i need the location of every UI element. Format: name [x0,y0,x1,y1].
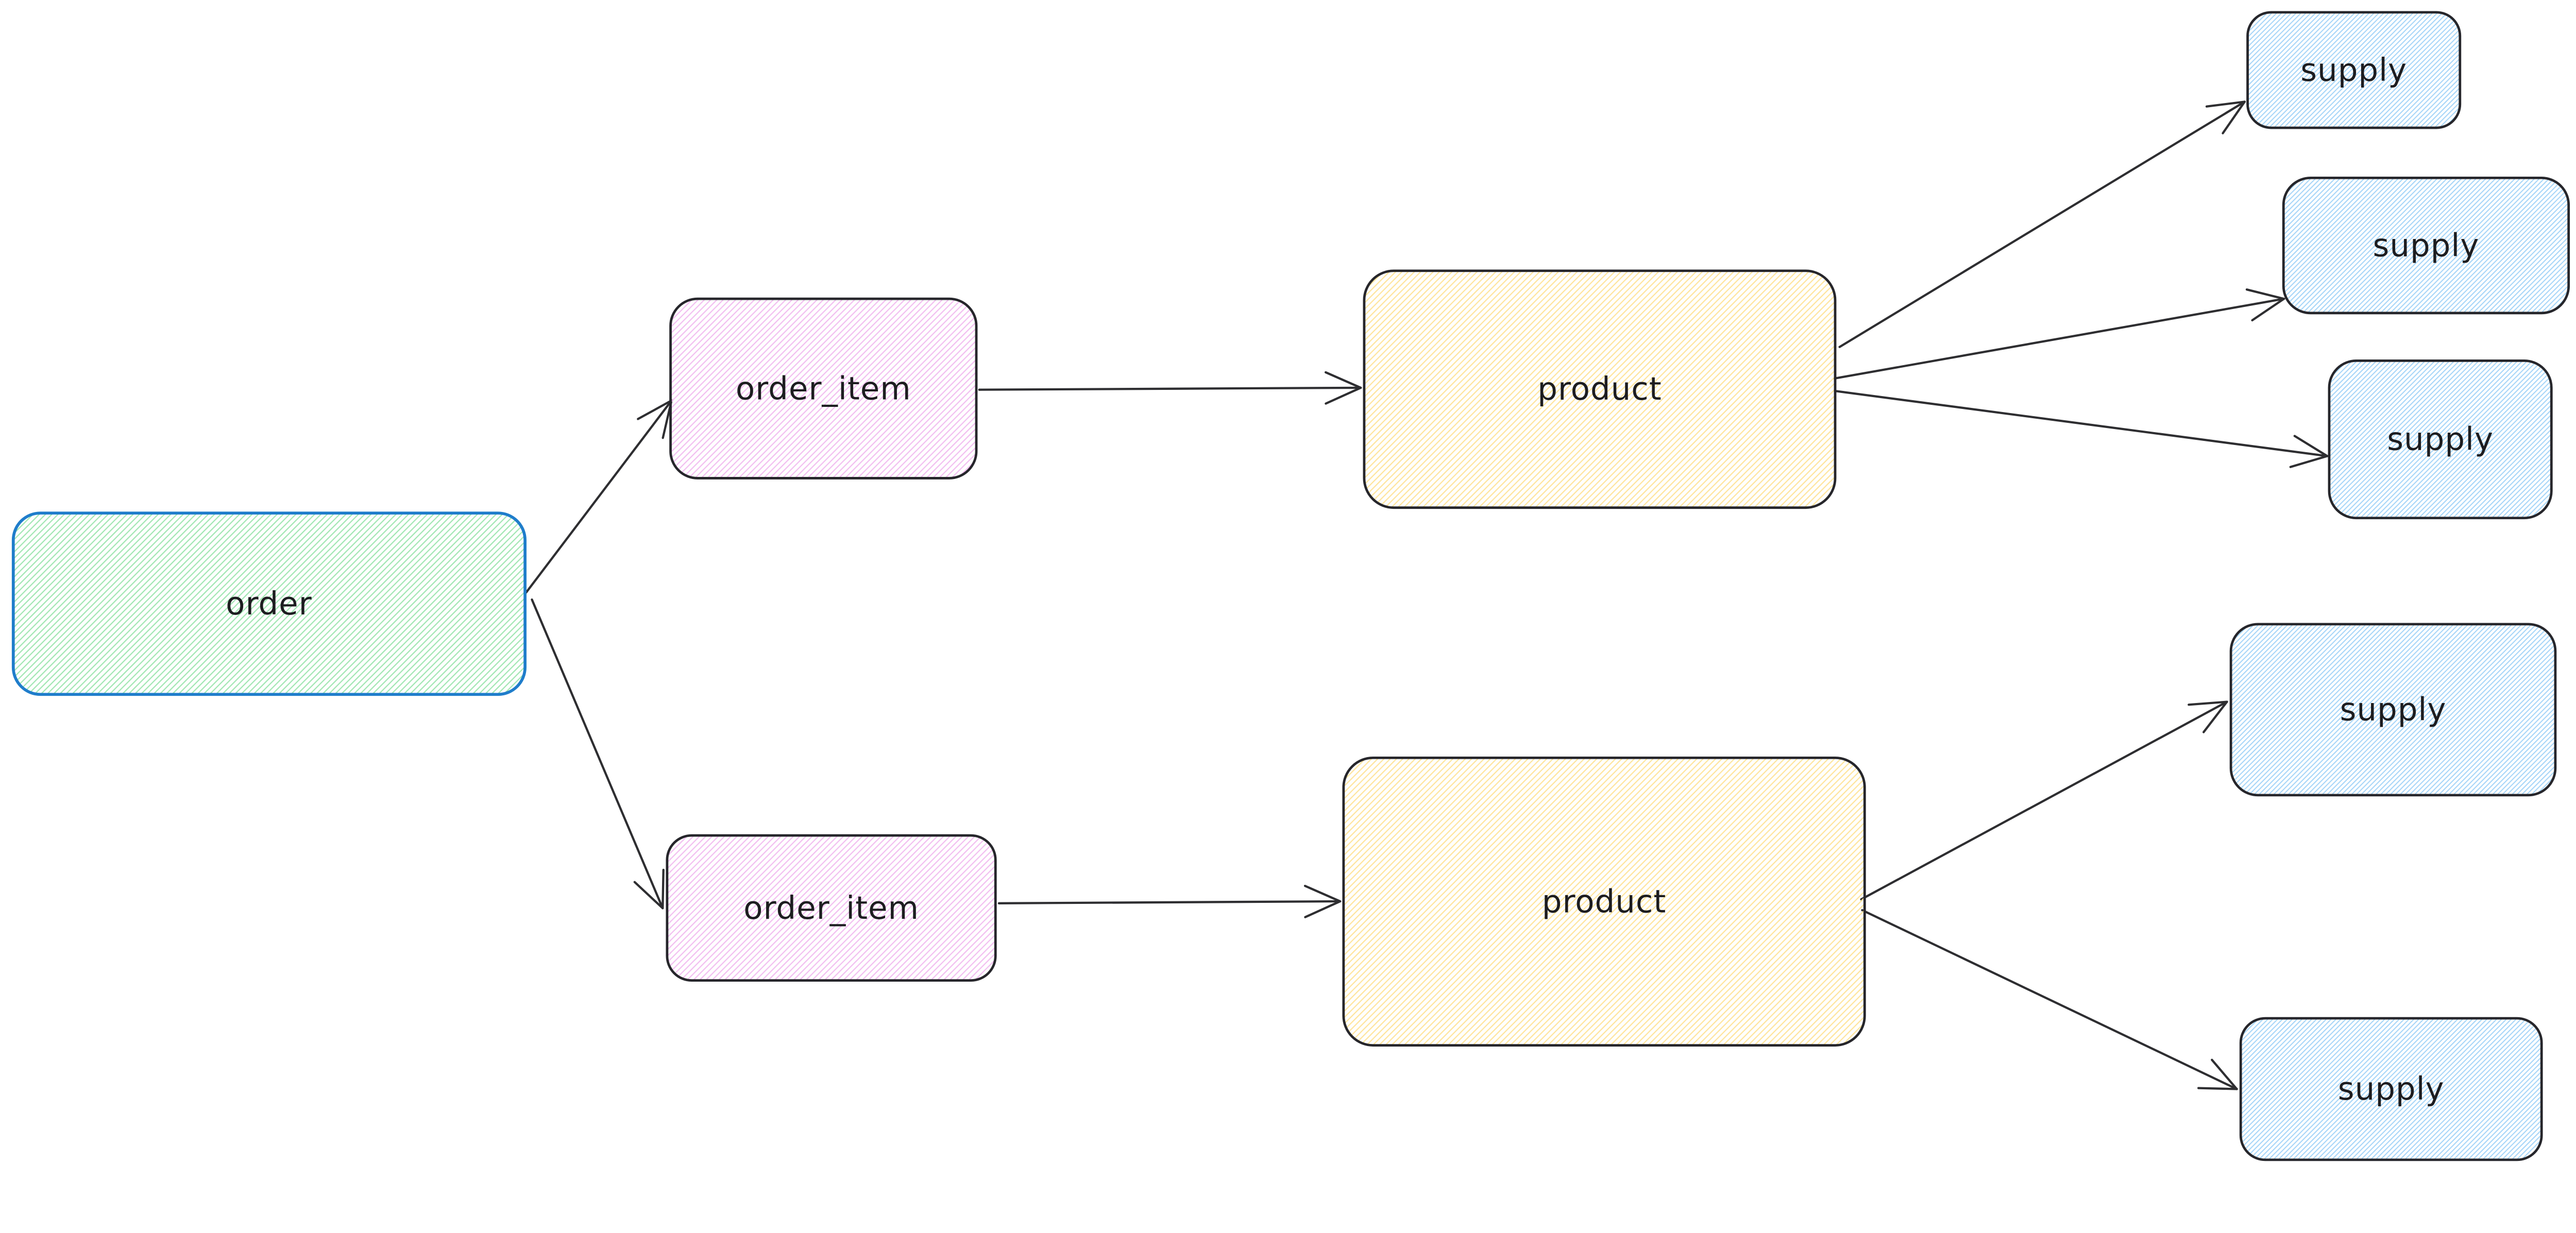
node-product-2-label: product [1542,883,1666,920]
node-order-label: order [226,586,312,622]
node-supply-3: supply [2328,359,2553,520]
node-supply-5: supply [2239,1017,2543,1161]
node-supply-5-label: supply [2338,1071,2445,1107]
node-supply-1-label: supply [2300,52,2407,89]
arrowhead-line [633,881,664,910]
node-supply-3-label: supply [2387,421,2494,458]
diagram-canvas-container: order order_item order_item product prod… [11,11,2570,1161]
node-supply-4: supply [2229,623,2557,797]
arrowhead-line [2197,1087,2238,1090]
edge-product-1-to-supply-2-line [1833,298,2285,380]
node-product-2-shape [1342,756,1866,1047]
node-supply-4-label: supply [2340,691,2447,728]
edge-order-to-order-item-1-line [524,399,673,594]
edge-product-1-to-supply-1-line [1838,100,2246,348]
edge-order-item-2-to-product-2 [997,884,1342,918]
arrowhead-line [2202,700,2228,733]
edge-product-2-to-supply-4 [1860,700,2228,901]
edge-product-2-to-supply-5 [1861,909,2238,1090]
arrowhead-line [1303,884,1342,903]
node-supply-1-shape [2246,11,2462,129]
node-supply-2-label: supply [2373,228,2480,264]
node-product-1-label: product [1537,371,1662,407]
arrowhead-line [2222,100,2246,134]
node-order-item-2-label: order_item [743,890,919,927]
node-order-item-2: order_item [666,834,997,982]
node-order-item-2-shape [666,834,997,982]
edge-product-1-to-supply-2 [1833,288,2285,380]
node-supply-5-shape [2239,1017,2543,1161]
node-order-item-1-shape [669,297,978,480]
edge-product-2-to-supply-5-line [1861,909,2238,1090]
edge-order-item-2-to-product-2-line [997,900,1342,904]
edge-product-2-to-supply-4-line [1860,700,2228,901]
diagram-canvas: order order_item order_item product prod… [11,11,2570,1161]
arrowhead-line [2245,288,2285,300]
edge-order-to-order-item-2-line [531,598,664,910]
arrowhead-line [2289,455,2329,468]
arrowhead-line [1304,900,1342,918]
node-product-1: product [1363,269,1837,509]
edge-order-to-order-item-2 [531,598,665,910]
node-order-shape [11,511,527,696]
node-supply-3-shape [2328,359,2553,520]
node-supply-2-shape [2282,177,2570,315]
node-product-1-shape [1363,269,1837,509]
node-order-item-1-label: order_item [736,370,911,407]
arrowhead-line [2211,1058,2238,1090]
node-order-item-1: order_item [669,297,978,480]
arrowhead-line [2293,435,2329,457]
arrowhead-line [2251,298,2285,321]
arrowhead-line [2188,700,2228,706]
edge-product-1-to-supply-1 [1838,100,2246,348]
arrowhead-line [637,399,673,420]
node-supply-4-shape [2229,623,2557,797]
arrowhead-line [2205,100,2246,108]
edge-product-1-to-supply-3 [1835,390,2329,468]
edge-order-item-1-to-product-1 [978,371,1362,405]
node-supply-1: supply [2246,11,2462,129]
node-order: order [11,511,527,696]
edge-product-1-to-supply-3-line [1835,390,2329,457]
arrowhead-line [1324,371,1362,389]
edge-order-to-order-item-1 [524,399,673,594]
node-supply-2: supply [2282,177,2570,315]
node-product-2: product [1342,756,1866,1047]
edge-order-item-1-to-product-1-line [978,386,1362,391]
arrowhead-line [1325,386,1362,405]
